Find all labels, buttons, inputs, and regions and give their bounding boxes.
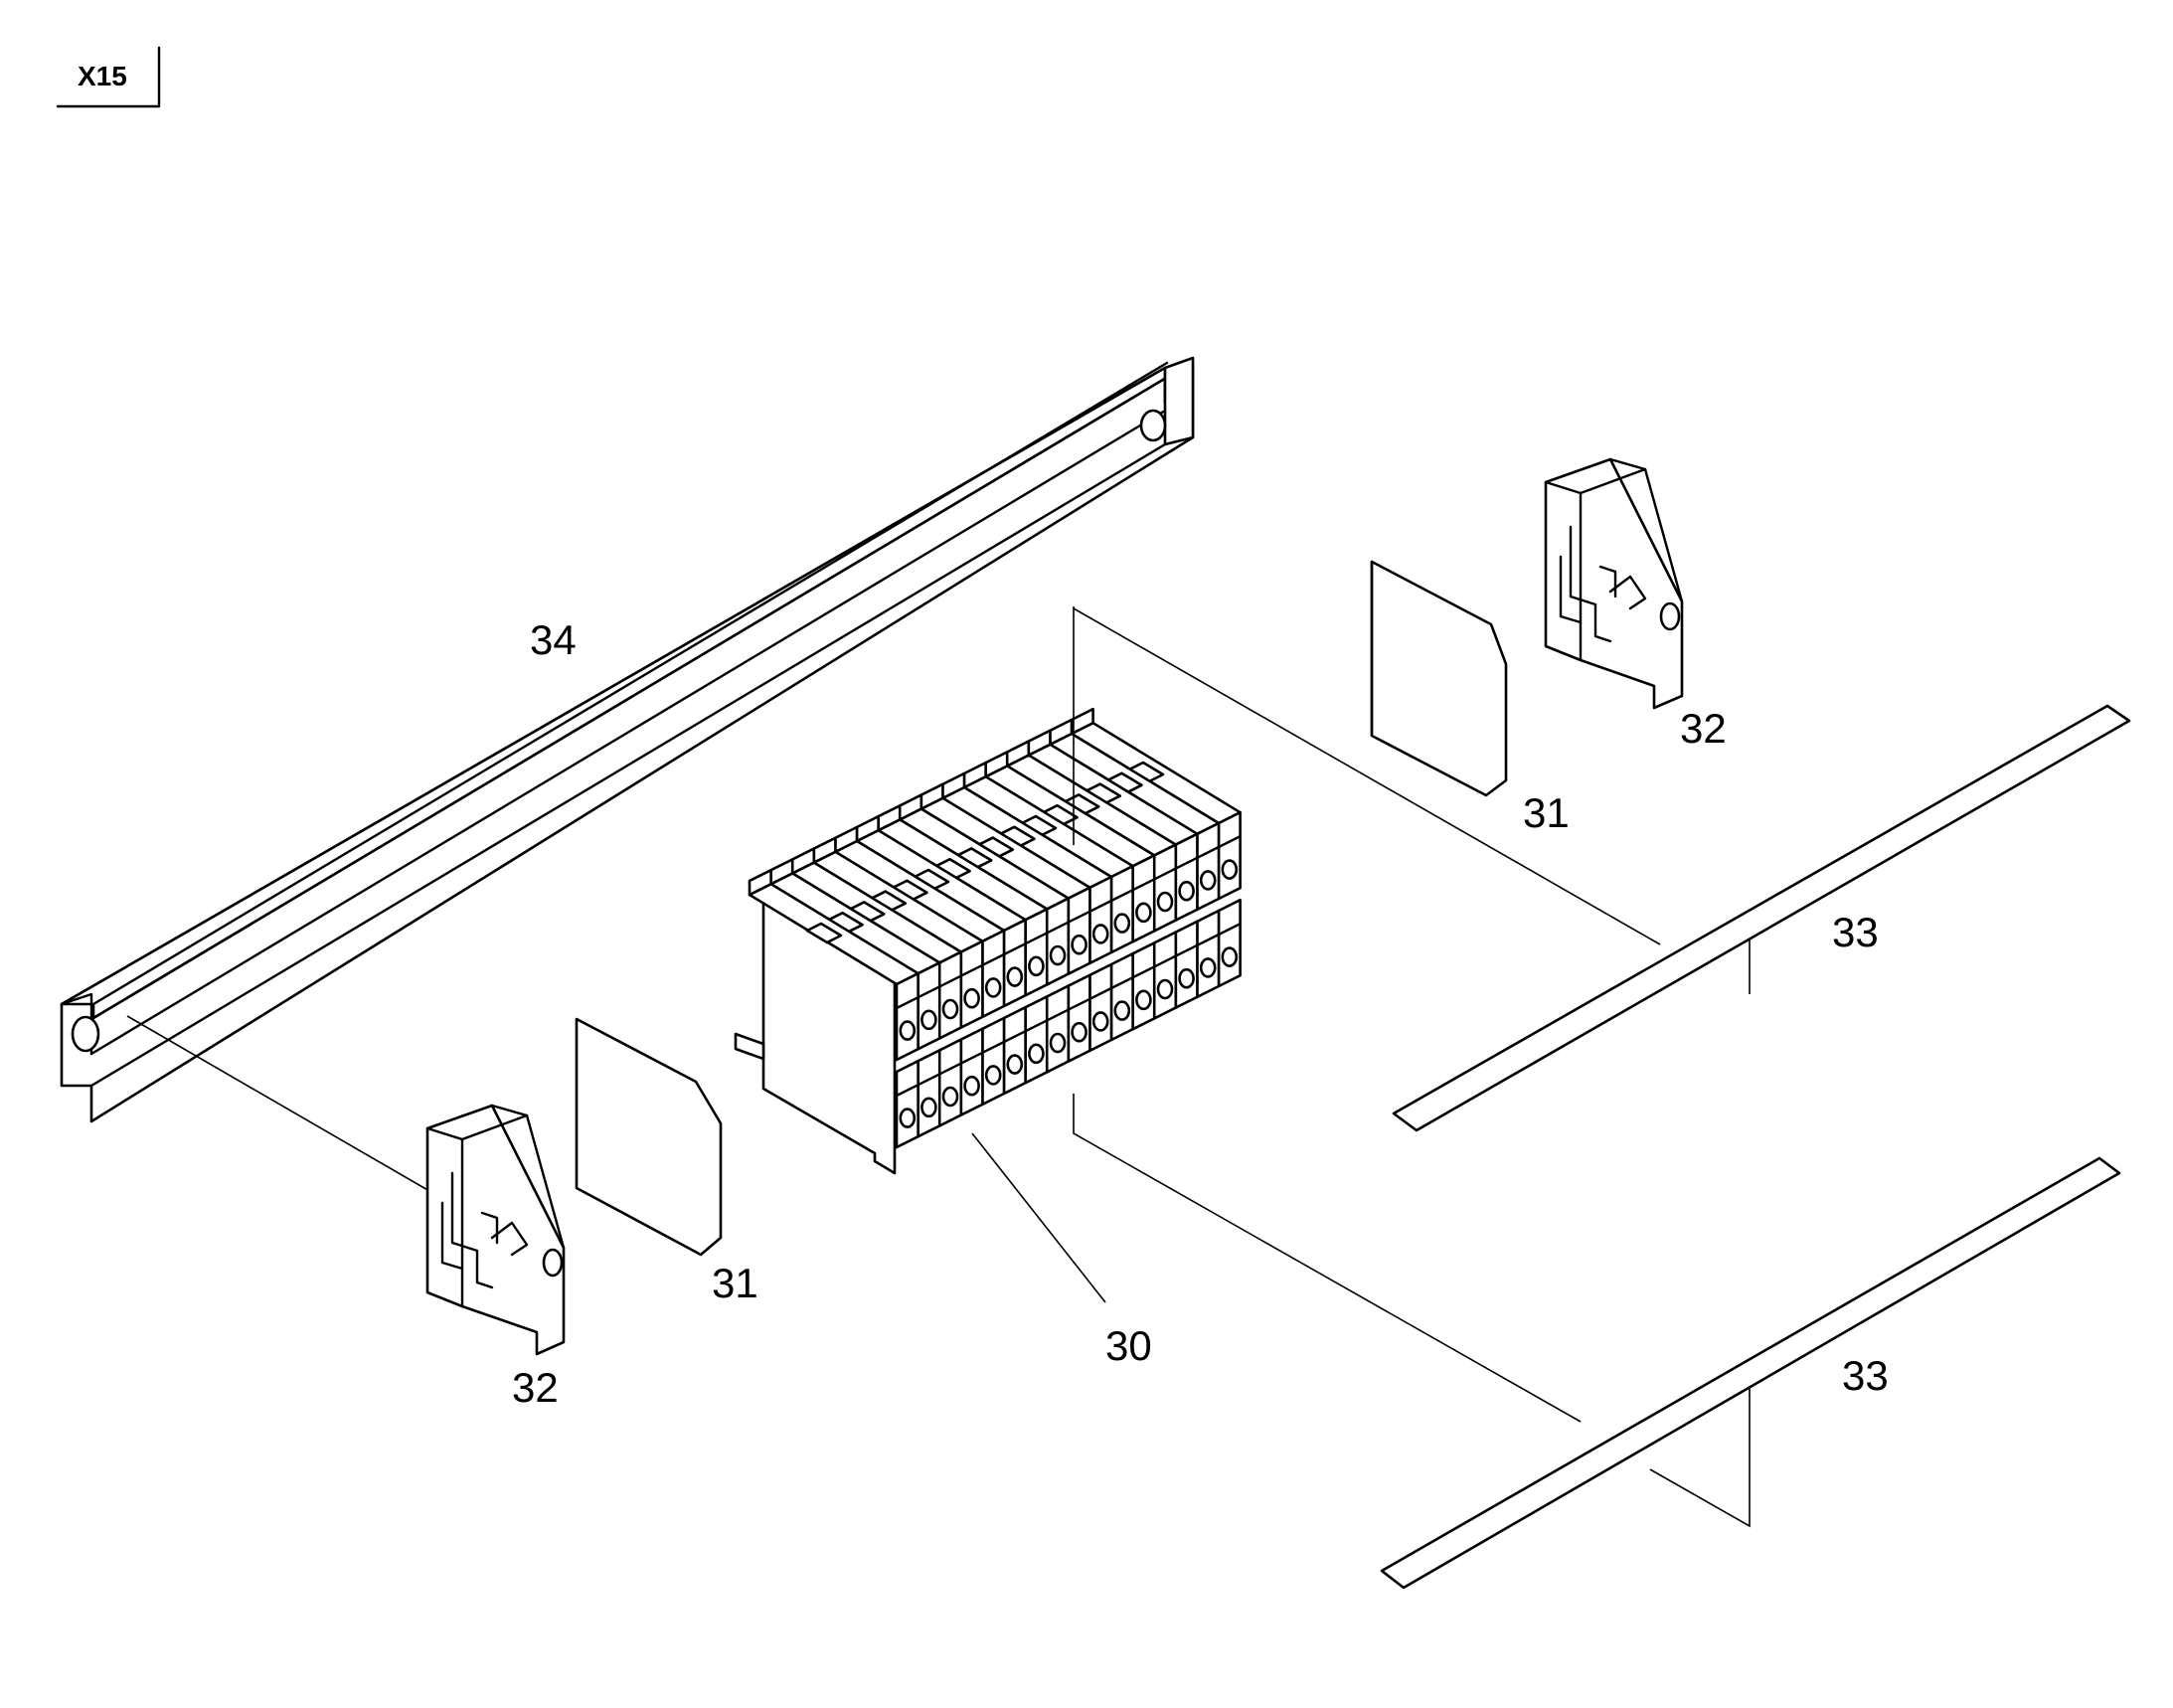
- terminal-unit: [1027, 729, 1199, 1009]
- terminal-screw-hole: [984, 977, 1002, 998]
- terminal-unit: [1005, 740, 1178, 1020]
- terminal-unit: [790, 847, 963, 1127]
- sheet-tag: X15: [56, 46, 161, 108]
- callout-34: 34: [530, 616, 577, 663]
- terminal-screw-hole: [1156, 891, 1174, 913]
- terminal-screw-hole: [1091, 924, 1109, 944]
- terminal-screw-hole: [1156, 978, 1174, 1000]
- terminal-screw-hole: [1006, 1054, 1024, 1075]
- callout-32-rear: 32: [1680, 705, 1727, 752]
- terminal-unit: [919, 782, 1091, 1063]
- terminal-unit: [855, 814, 1027, 1096]
- terminal-screw-hole: [1091, 1011, 1109, 1032]
- terminal-screw-hole: [1071, 934, 1087, 955]
- terminal-screw-hole: [1028, 955, 1045, 977]
- terminal-screw-hole: [1199, 957, 1217, 978]
- end-bracket-front: [425, 1104, 566, 1356]
- terminal-screw-hole: [1049, 1032, 1067, 1054]
- rail-mount-hole-left: [71, 1015, 100, 1053]
- end-plate-front: [575, 1017, 723, 1257]
- terminal-unit: [769, 858, 941, 1138]
- terminal-screw-hole: [963, 987, 980, 1009]
- leader-block-to-callout-30: [971, 1132, 1106, 1303]
- terminal-screw-hole: [1221, 946, 1239, 967]
- terminal-screw-hole: [984, 1065, 1002, 1086]
- terminal-screw-hole: [1221, 859, 1239, 880]
- terminal-screw-hole: [899, 1108, 917, 1128]
- terminal-unit: [748, 868, 919, 1149]
- terminal-screw-hole: [1135, 902, 1152, 924]
- terminal-screw-hole: [920, 1097, 937, 1118]
- callout-31-front: 31: [712, 1260, 758, 1306]
- marker-strip-lower: [1380, 1156, 2121, 1590]
- callout-30: 30: [1105, 1322, 1152, 1369]
- callout-33-lower: 33: [1842, 1352, 1889, 1399]
- terminal-screw-hole: [941, 998, 959, 1020]
- terminal-screw-hole: [1028, 1043, 1045, 1065]
- terminal-screw-hole: [1006, 966, 1024, 987]
- callout-31-rear: 31: [1523, 789, 1570, 836]
- rail-mount-hole-right: [1139, 409, 1167, 442]
- terminal-unit: [812, 836, 984, 1116]
- terminal-screw-hole: [963, 1075, 980, 1097]
- terminal-screw-hole: [1178, 967, 1195, 989]
- sheet-tag-text: X15: [78, 61, 127, 91]
- end-bracket-rear: [1544, 457, 1684, 710]
- callout-33-upper: 33: [1832, 909, 1879, 955]
- din-rail: [60, 356, 1195, 1123]
- terminal-screw-hole: [1178, 880, 1195, 902]
- terminal-unit: [984, 751, 1156, 1031]
- terminal-screw-hole: [899, 1020, 917, 1041]
- end-plate-rear: [1370, 560, 1508, 797]
- terminal-screw-hole: [1071, 1021, 1087, 1043]
- terminal-screw-hole: [1113, 913, 1131, 934]
- callout-32-front: 32: [512, 1364, 559, 1411]
- terminal-screw-hole: [1199, 870, 1217, 891]
- terminal-screw-hole: [1135, 989, 1152, 1011]
- leader-rail-to-bracket: [126, 1015, 430, 1192]
- terminal-block-clip: [734, 1032, 765, 1061]
- leader-plate-to-strip: [1073, 607, 1661, 945]
- terminal-units: [748, 707, 1242, 1149]
- marker-strip-upper: [1392, 704, 2131, 1132]
- leader-block-bottom-axis: [1073, 1094, 1582, 1423]
- terminal-screw-hole: [1049, 944, 1067, 966]
- terminal-screw-hole: [920, 1009, 937, 1031]
- terminal-block-assembly: [734, 707, 1242, 1175]
- terminal-screw-hole: [941, 1086, 959, 1108]
- terminal-screw-hole: [1113, 1000, 1131, 1021]
